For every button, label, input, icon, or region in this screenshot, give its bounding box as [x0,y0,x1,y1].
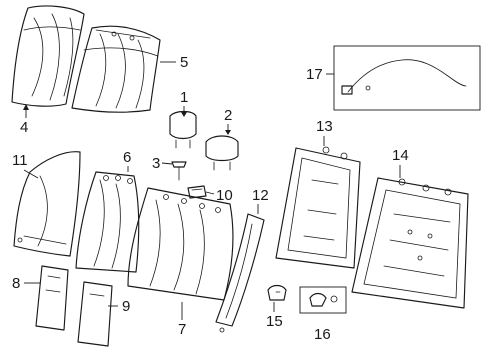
callout-2: 2 [224,107,232,124]
screw-part [171,161,187,181]
seatback-frame-right-part [351,177,469,309]
cushion-cover-right-part [127,187,234,301]
clip-kit-box [299,286,347,314]
pad-part-9 [77,281,113,347]
callout-8: 8 [12,275,20,292]
callout-4: 4 [20,119,28,136]
side-bolster-part [13,151,81,257]
cable-kit-box [333,45,481,111]
seatback-frame-left-part [275,146,361,269]
callout-14: 14 [392,147,409,164]
callout-6: 6 [123,149,131,166]
callout-15: 15 [266,313,283,330]
latch-part [267,284,287,301]
side-trim-part [215,213,265,333]
seatback-cover-left-part [11,5,85,107]
callout-17: 17 [306,66,323,83]
callout-3: 3 [152,155,160,172]
headrest-part-1 [169,110,197,149]
callout-10: 10 [216,187,233,204]
bracket-clip-part [187,185,207,199]
callout-1: 1 [180,89,188,106]
callout-5: 5 [180,54,188,71]
pad-part-8 [35,265,69,331]
cushion-cover-left-part [75,171,140,273]
callout-7: 7 [178,321,186,338]
callout-16: 16 [314,326,331,343]
seatback-cover-right-part [71,25,161,113]
callout-11: 11 [12,152,28,169]
headrest-part-2 [205,135,239,171]
callout-9: 9 [122,298,130,315]
callout-12: 12 [252,187,269,204]
callout-13: 13 [316,118,333,135]
